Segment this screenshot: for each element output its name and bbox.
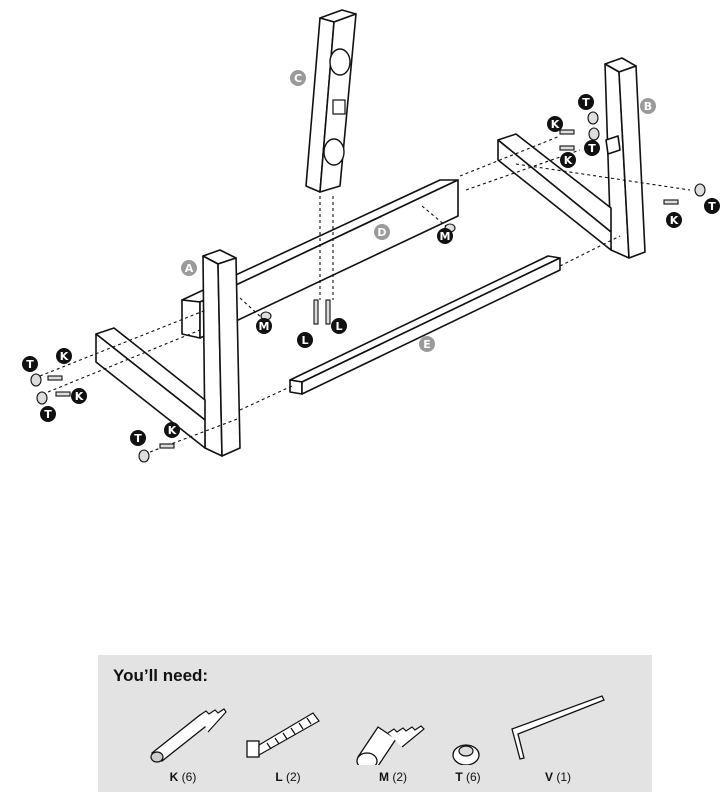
panel-c xyxy=(305,9,357,193)
badge-k: K xyxy=(164,422,180,438)
youll-need-panel: You’ll need: K (6) L (2) M (2) T (6) xyxy=(98,655,652,792)
badge-k: K xyxy=(666,212,682,228)
allen-key-icon xyxy=(511,695,605,760)
part-m: M (2) xyxy=(348,695,438,790)
badge-k: K xyxy=(560,152,576,168)
badge-l: L xyxy=(297,332,313,348)
svg-text:B: B xyxy=(644,100,652,113)
svg-text:K: K xyxy=(564,154,573,167)
part-l: L (2) xyxy=(243,695,333,790)
badge-k: K xyxy=(56,348,72,364)
badge-k: K xyxy=(547,116,563,132)
hardware-pieces xyxy=(30,111,706,463)
part-v-caption: V (1) xyxy=(544,770,572,784)
badge-k: K xyxy=(71,388,87,404)
svg-text:K: K xyxy=(75,390,84,403)
bolt-icon xyxy=(246,712,320,758)
needs-title: You’ll need: xyxy=(113,666,209,685)
svg-text:T: T xyxy=(708,200,716,213)
part-t-caption: T (6) xyxy=(455,770,481,784)
badge-e: E xyxy=(419,336,435,352)
badge-d: D xyxy=(374,224,390,240)
svg-text:T: T xyxy=(134,432,142,445)
badge-t: T xyxy=(40,406,56,422)
badge-t: T xyxy=(584,140,600,156)
svg-text:T: T xyxy=(582,96,590,109)
svg-text:E: E xyxy=(423,338,431,351)
svg-text:L: L xyxy=(335,320,342,333)
svg-text:D: D xyxy=(377,226,386,239)
cap-icon xyxy=(452,744,480,765)
svg-text:T: T xyxy=(588,142,596,155)
badge-t: T xyxy=(130,430,146,446)
badge-l: L xyxy=(331,318,347,334)
part-t: T (6) xyxy=(438,695,498,790)
badge-t: T xyxy=(704,198,720,214)
svg-text:A: A xyxy=(185,262,194,275)
badge-t: T xyxy=(22,356,38,372)
svg-text:M: M xyxy=(440,230,451,243)
badge-a: A xyxy=(181,260,197,276)
part-k-caption: K (6) xyxy=(169,770,197,784)
badge-b: B xyxy=(640,98,656,114)
connector-icon xyxy=(356,725,425,765)
svg-text:T: T xyxy=(26,358,34,371)
svg-text:C: C xyxy=(294,72,302,85)
part-m-caption: M (2) xyxy=(378,770,407,784)
svg-text:T: T xyxy=(44,408,52,421)
badge-m: M xyxy=(437,228,453,244)
svg-text:K: K xyxy=(168,424,177,437)
leg-b xyxy=(497,57,646,259)
svg-text:K: K xyxy=(60,350,69,363)
svg-text:K: K xyxy=(670,214,679,227)
part-v: V (1) xyxy=(498,695,618,790)
assembly-guides xyxy=(39,135,691,453)
leg-a xyxy=(95,249,241,457)
badge-c: C xyxy=(290,70,306,86)
dowel-screw-icon xyxy=(150,708,227,763)
badge-m: M xyxy=(256,318,272,334)
rail-e xyxy=(289,255,561,395)
svg-text:M: M xyxy=(259,320,270,333)
badge-t: T xyxy=(578,94,594,110)
part-k: K (6) xyxy=(138,695,228,790)
part-l-caption: L (2) xyxy=(275,770,301,784)
svg-text:L: L xyxy=(301,334,308,347)
svg-text:K: K xyxy=(551,118,560,131)
